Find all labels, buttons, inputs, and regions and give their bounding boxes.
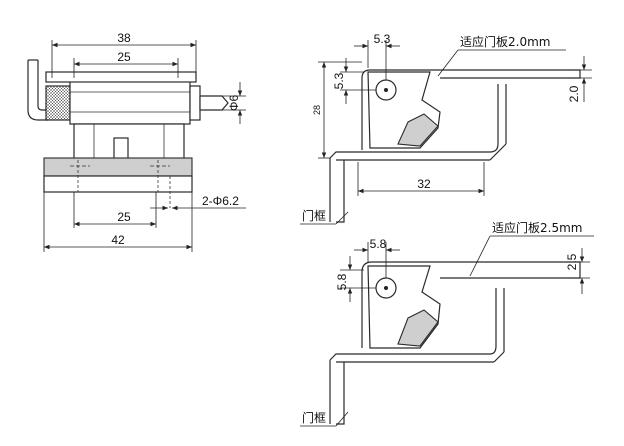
door-frame-lower: [329, 288, 497, 425]
handle-hook: [27, 60, 48, 121]
door-note-2mm: 适应门板2.0mm: [460, 34, 550, 49]
dim-32: 32: [417, 177, 431, 191]
frame-label-lower: 门框: [302, 410, 326, 425]
latch-body: [69, 79, 191, 125]
door-plate-2mm: [361, 69, 581, 150]
section-lower: 5.8 5.8 2.5 适应门板2.5mm 门框: [300, 220, 594, 427]
dim-42: 42: [111, 233, 125, 247]
dim-28: 28: [312, 105, 322, 115]
dim-pin-diameter: Φ6: [227, 95, 241, 112]
dim-holes: 2-Φ6.2: [202, 194, 239, 208]
door-note-2-5mm: 适应门板2.5mm: [492, 220, 582, 235]
pin: [199, 95, 229, 111]
dim-5-8-v: 5.8: [335, 273, 349, 290]
dim-38: 38: [117, 31, 131, 45]
dim-25-bottom: 25: [117, 210, 131, 224]
knurled-grip: [45, 85, 71, 121]
dim-5-8-h: 5.8: [370, 237, 387, 251]
dim-5-3-v: 5.3: [332, 72, 346, 89]
dim-plate-2-0: 2.0: [567, 85, 581, 102]
base-plate: [43, 157, 193, 177]
housing-block: [73, 123, 185, 161]
dim-plate-2-5: 2.5: [565, 253, 579, 270]
dim-25-top: 25: [117, 50, 131, 64]
door-plate-2-5mm: [361, 261, 581, 348]
front-view: 38 25 Φ6 2-Φ6.2 25 42: [27, 31, 246, 252]
section-upper: 5.3 5.3 28 32 2.0 适应门板2.0mm 门框: [300, 32, 592, 225]
dim-5-3-h: 5.3: [374, 32, 391, 46]
door-frame: [329, 84, 499, 223]
frame-label-upper: 门框: [302, 208, 326, 223]
